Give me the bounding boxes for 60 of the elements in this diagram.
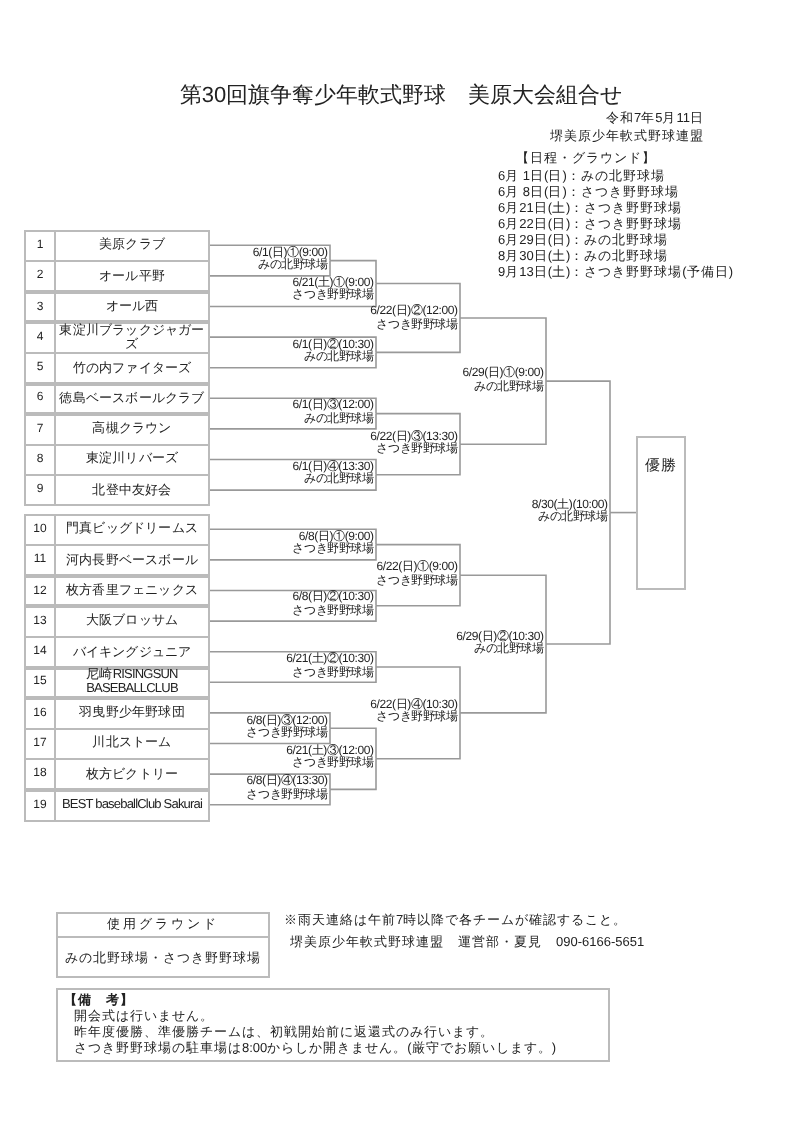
bracket-line bbox=[209, 351, 377, 369]
team-row bbox=[24, 728, 210, 760]
title: 第30回旗争奪少年軟式野球 美原大会組合せ bbox=[177, 81, 625, 110]
team-row bbox=[24, 697, 210, 730]
bracket-line bbox=[375, 412, 461, 445]
bracket-line bbox=[209, 650, 377, 668]
grounds-table bbox=[56, 912, 270, 978]
team-row bbox=[24, 789, 210, 822]
remarks-box bbox=[56, 988, 610, 1062]
team-row bbox=[24, 230, 210, 262]
bracket-line bbox=[459, 317, 547, 382]
bracket-line bbox=[459, 643, 547, 714]
bracket-line bbox=[209, 666, 377, 684]
bracket-line bbox=[545, 380, 611, 514]
bracket-line bbox=[209, 727, 331, 745]
bracket-line bbox=[209, 397, 377, 415]
winner-box bbox=[636, 436, 686, 590]
team-row bbox=[24, 575, 210, 607]
team-row bbox=[24, 444, 210, 476]
team-row bbox=[24, 352, 210, 385]
bracket-line bbox=[609, 511, 637, 514]
bracket-line bbox=[209, 712, 331, 729]
bracket-line bbox=[375, 712, 461, 760]
bracket-line bbox=[545, 511, 611, 645]
team-row bbox=[24, 758, 210, 791]
bracket-line bbox=[329, 758, 377, 791]
bracket-line bbox=[375, 282, 461, 319]
team-row bbox=[24, 514, 210, 546]
bracket-line bbox=[459, 380, 547, 445]
team-row bbox=[24, 321, 210, 354]
team-row bbox=[24, 474, 210, 507]
team-row bbox=[24, 605, 210, 638]
bracket-line bbox=[209, 589, 377, 607]
bracket-line bbox=[375, 666, 461, 714]
team-row bbox=[24, 667, 210, 699]
team-row bbox=[24, 636, 210, 669]
team-row bbox=[24, 383, 210, 415]
team-row bbox=[24, 260, 210, 293]
bracket-line bbox=[375, 574, 461, 607]
bracket-line bbox=[209, 543, 377, 561]
bracket-line bbox=[209, 282, 377, 308]
bracket-line bbox=[209, 474, 377, 491]
bracket-line bbox=[209, 336, 377, 354]
bracket-line bbox=[209, 259, 331, 277]
bracket-line bbox=[375, 443, 461, 476]
bracket-line bbox=[209, 773, 331, 791]
bracket-line bbox=[209, 412, 377, 430]
bracket-line bbox=[375, 543, 461, 576]
bracket-line bbox=[209, 458, 377, 476]
bracket-line bbox=[209, 528, 377, 546]
team-row bbox=[24, 291, 210, 323]
bracket-line bbox=[459, 574, 547, 645]
bracket-line bbox=[329, 727, 377, 760]
team-row bbox=[24, 413, 210, 446]
bracket-line bbox=[375, 317, 461, 354]
bracket-line bbox=[329, 259, 377, 285]
bracket-line bbox=[209, 244, 331, 262]
bracket-line bbox=[209, 605, 377, 622]
team-row bbox=[24, 544, 210, 577]
bracket-line bbox=[209, 788, 331, 806]
